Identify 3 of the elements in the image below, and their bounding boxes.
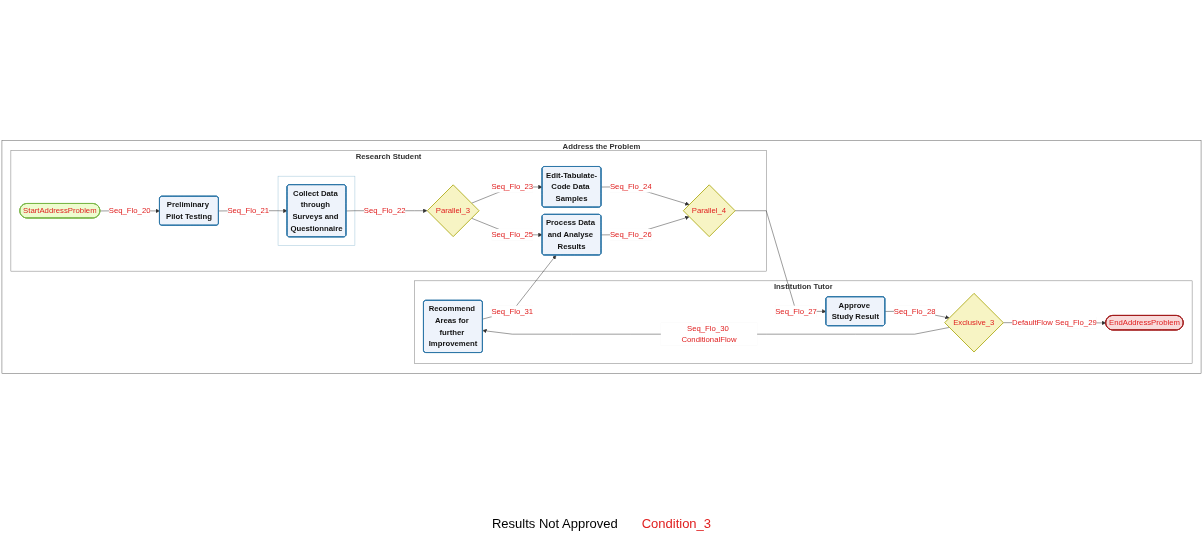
note-label: Condition_3 (641, 516, 712, 531)
note-label: Results Not Approved (491, 516, 618, 531)
cluster (277, 175, 356, 246)
